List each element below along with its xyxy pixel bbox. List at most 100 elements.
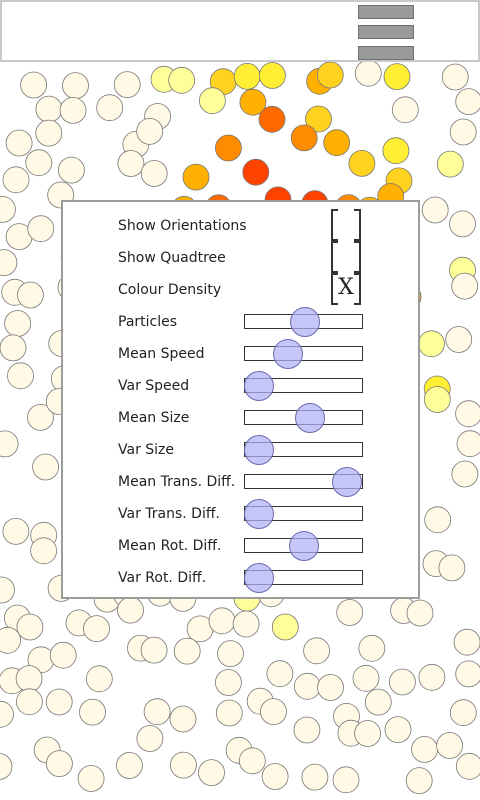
particle [58,156,85,184]
particle [136,725,164,752]
particle [383,63,411,90]
bracket-left [331,241,338,273]
particle [117,596,144,624]
particle [317,674,344,701]
particle [30,537,57,565]
hamburger-menu-icon[interactable] [2,2,478,60]
particle [323,129,351,157]
var-trans-diff-label: Var Trans. Diff. [118,506,220,522]
particle [456,430,480,458]
mean-trans-diff-label: Mean Trans. Diff. [118,474,236,490]
particle [182,163,210,191]
menu-icon-bar [358,5,414,19]
particle [258,62,286,89]
particle [62,72,89,99]
particle [96,94,124,122]
particle [336,599,364,626]
particle [290,124,318,152]
var-rot-diff-slider-handle[interactable] [244,563,275,593]
particle [358,634,386,662]
particle [59,97,87,124]
particle [316,61,344,89]
particle [352,664,380,692]
particle [238,747,266,775]
particle [233,63,261,90]
particle [115,752,143,779]
particle [169,705,197,733]
mean-rot-diff-slider-handle[interactable] [288,531,319,561]
particle [445,326,473,353]
show-orientations-checkbox[interactable] [331,209,361,241]
particle [441,63,469,91]
particle [2,166,30,194]
particle [214,669,242,696]
particle [391,96,419,124]
particle [35,95,63,123]
particle [198,759,225,786]
check-x-icon: X [338,275,354,300]
particle [449,118,477,146]
particle [455,660,480,688]
particle [293,716,321,744]
particle [418,330,445,358]
bracket-right [354,273,361,305]
particle [113,71,141,98]
particle [242,158,270,186]
particle [261,763,289,790]
particle [79,698,106,726]
var-trans-diff-slider-handle[interactable] [244,499,275,529]
particle [271,613,299,641]
particle [214,134,242,162]
particle [46,750,73,777]
particle [388,668,416,696]
show-quadtree-checkbox[interactable] [331,241,361,273]
particle [32,453,59,481]
particle [49,641,77,669]
particle [449,210,476,238]
bracket-left [331,209,338,241]
mean-speed-label: Mean Speed [118,346,205,362]
mean-speed-slider[interactable] [244,346,363,361]
particle [455,400,480,428]
colour-density-checkbox[interactable]: X [331,273,361,305]
menu-icon-bar [358,25,414,39]
particle [305,105,332,133]
particle [208,607,236,635]
particle [7,362,34,390]
particle [382,137,410,165]
particle [303,637,331,665]
particle [424,506,452,534]
particle [354,720,382,747]
particle [455,752,480,780]
var-size-slider-handle[interactable] [244,435,275,465]
particle [354,59,382,87]
particle [83,615,110,642]
particle [198,87,226,115]
show-orientations-label: Show Orientations [118,218,247,234]
mean-speed-slider-handle[interactable] [273,339,304,369]
var-speed-slider-handle[interactable] [244,371,275,401]
particle [16,281,44,309]
particle [451,460,479,488]
particle [418,663,446,691]
particle [411,736,439,763]
var-speed-label: Var Speed [118,378,190,394]
particle [0,249,18,276]
particle [143,698,171,726]
particle [258,105,286,133]
particle [27,215,55,243]
particle [438,554,466,582]
colour-density-label: Colour Density [118,282,222,298]
particle [453,628,480,656]
particle [25,149,53,177]
mean-trans-diff-slider-handle[interactable] [331,467,362,497]
particle [136,117,164,145]
particle [117,150,145,177]
particles-slider-handle[interactable] [289,307,320,337]
mean-size-slider-handle[interactable] [294,403,325,433]
particle [0,196,16,223]
particle [0,334,27,362]
particle [449,699,477,727]
particle [455,88,480,115]
var-rot-diff-label: Var Rot. Diff. [118,570,207,586]
